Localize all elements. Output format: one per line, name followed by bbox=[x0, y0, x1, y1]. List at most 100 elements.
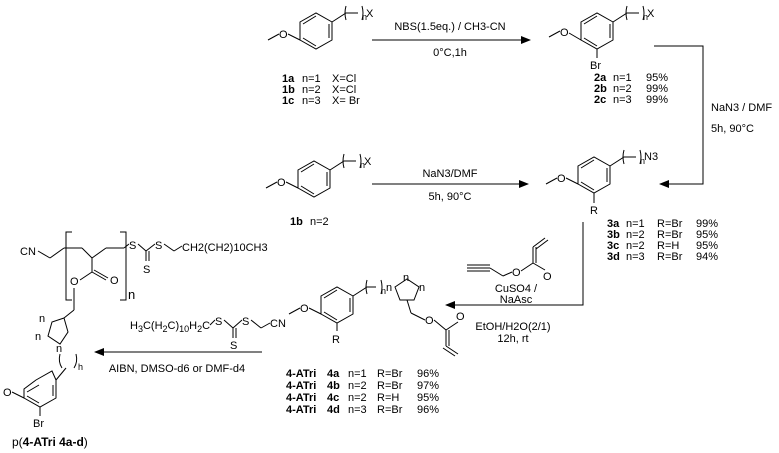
compound-4d-prefix: 4-ATri bbox=[286, 404, 316, 416]
methoxy-o-label: O bbox=[277, 177, 286, 189]
step1-reagent: NBS(1.5eq.) / CH3-CN bbox=[394, 21, 505, 33]
compound-3-list: 3a n=1 R=Br 99% 3b n=2 R=Br 95% 3c n=2 R… bbox=[607, 218, 718, 263]
triazole-n-label: n bbox=[35, 331, 41, 343]
polymer-chain-end: CH2(CH2)10CH3 bbox=[182, 242, 268, 254]
compound-2a-n: n=1 bbox=[613, 72, 632, 84]
r-label: R bbox=[332, 334, 340, 346]
step1b-conditions: 5h, 90°C bbox=[429, 191, 472, 203]
compound-4d-n: n=3 bbox=[348, 404, 367, 416]
raft-agent-structure: H3C(H2C)10H2C S S S CN bbox=[130, 316, 286, 352]
polymer-cn-label: CN bbox=[20, 246, 36, 258]
ester-o-label: O bbox=[425, 315, 434, 327]
compound-2-list: 2a n=1 95% 2b n=2 99% 2c n=3 99% bbox=[594, 72, 668, 106]
compound-1a-x: X=Cl bbox=[332, 73, 356, 85]
compound-3a-yield: 99% bbox=[696, 218, 718, 230]
methoxy-o-label: O bbox=[300, 303, 309, 315]
chain-n-label: n bbox=[381, 286, 386, 296]
arrow-step3 bbox=[445, 222, 584, 309]
compound-1b-structure: O n X bbox=[265, 153, 372, 198]
compound-4b-prefix: 4-ATri bbox=[286, 380, 316, 392]
x-label: X bbox=[647, 8, 655, 20]
raft-agent-alkyl: H3C(H2C)10H2C bbox=[130, 320, 210, 334]
compound-2b-yield: 99% bbox=[646, 83, 668, 95]
step3-conditions: 12h, rt bbox=[497, 333, 528, 345]
compound-3c-n: n=2 bbox=[626, 240, 645, 252]
methoxy-o-label: O bbox=[560, 27, 569, 39]
compound-2c-n: n=3 bbox=[613, 94, 632, 106]
chain-n-label: n bbox=[360, 160, 365, 170]
compound-1c-id: 1c bbox=[282, 95, 294, 107]
compound-1b-n-middle: n=2 bbox=[310, 216, 329, 228]
compound-3d-id: 3d bbox=[607, 251, 620, 263]
propargyl-acrylate-structure: O O bbox=[467, 237, 552, 283]
ester-o-label: O bbox=[512, 267, 521, 279]
compound-3a-id: 3a bbox=[607, 218, 620, 230]
carbonyl-o-label: O bbox=[456, 311, 465, 323]
step1-conditions: 0°C,1h bbox=[433, 47, 467, 59]
compound-4b-yield: 97% bbox=[417, 380, 439, 392]
compound-1c-x: X= Br bbox=[332, 95, 360, 107]
triazole-n1-label: n bbox=[56, 343, 62, 355]
compound-1-structure: O n X bbox=[267, 5, 374, 50]
raft-thione-s-label: S bbox=[230, 340, 237, 352]
compound-4d-yield: 96% bbox=[417, 404, 439, 416]
compound-1a-id: 1a bbox=[282, 73, 295, 85]
step1b-reagent: NaN3/DMF bbox=[422, 168, 477, 180]
compound-2c-id: 2c bbox=[594, 94, 606, 106]
triazole-n3-label: n bbox=[419, 282, 425, 294]
compound-3-structure: O R n N3 bbox=[545, 149, 658, 217]
compound-4c-n: n=2 bbox=[348, 392, 367, 404]
polymer-ester-o: O bbox=[70, 276, 79, 288]
compound-4a-r: R=Br bbox=[377, 368, 403, 380]
compound-2a-yield: 95% bbox=[646, 72, 668, 84]
compound-4c-id: 4c bbox=[327, 392, 339, 404]
compound-3b-r: R=Br bbox=[657, 229, 683, 241]
methoxy-o-label: O bbox=[557, 173, 566, 185]
compound-1c-n: n=3 bbox=[302, 95, 321, 107]
compound-2c-yield: 99% bbox=[646, 94, 668, 106]
compound-1b-x: X=Cl bbox=[332, 84, 356, 96]
triazole-n1-label: n bbox=[386, 282, 392, 294]
polymer-s1-label: S bbox=[129, 240, 136, 252]
compound-4a-n: n=1 bbox=[348, 368, 367, 380]
polymer-s2-label: S bbox=[155, 240, 162, 252]
azide-label: N3 bbox=[644, 151, 658, 163]
x-label: X bbox=[364, 156, 372, 168]
br-label: Br bbox=[590, 60, 601, 72]
compound-2b-id: 2b bbox=[594, 83, 607, 95]
step4-conditions: AIBN, DMSO-d6 or DMF-d4 bbox=[109, 363, 245, 375]
compound-4b-r: R=Br bbox=[377, 380, 403, 392]
compound-1-list: 1a n=1 X=Cl 1b n=2 X=Cl 1c n=3 X= Br bbox=[282, 73, 360, 107]
polymer-name: p(4-ATri 4a-d) bbox=[12, 435, 88, 449]
compound-2b-n: n=2 bbox=[613, 83, 632, 95]
compound-4d-id: 4d bbox=[327, 404, 340, 416]
x-label: X bbox=[366, 8, 374, 20]
chain-n-label: n bbox=[362, 12, 367, 22]
polymer-thione-s-label: S bbox=[143, 264, 150, 276]
br-label: Br bbox=[33, 418, 44, 430]
compound-4a-id: 4a bbox=[327, 368, 340, 380]
compound-4-structure: O R n n n n O O bbox=[288, 272, 465, 357]
compound-4c-prefix: 4-ATri bbox=[286, 392, 316, 404]
compound-4a-prefix: 4-ATri bbox=[286, 368, 316, 380]
compound-4a-yield: 96% bbox=[417, 368, 439, 380]
carbonyl-o-label: O bbox=[543, 271, 552, 283]
compound-3d-n: n=3 bbox=[626, 251, 645, 263]
compound-3d-r: R=Br bbox=[657, 251, 683, 263]
compound-1b-id: 1b bbox=[282, 84, 295, 96]
compound-3a-r: R=Br bbox=[657, 218, 683, 230]
compound-3a-n: n=1 bbox=[626, 218, 645, 230]
polymer-repeat-n: n bbox=[128, 287, 135, 302]
triazole-n2-label: n bbox=[403, 272, 409, 284]
raft-s2-label: S bbox=[242, 316, 249, 328]
compound-4b-n: n=2 bbox=[348, 380, 367, 392]
step3-ascorbate: NaAsc bbox=[500, 294, 533, 306]
compound-4b-id: 4b bbox=[327, 380, 340, 392]
chain-n-label: n bbox=[643, 12, 648, 22]
compound-1b-n: n=2 bbox=[302, 84, 321, 96]
raft-cn-label: CN bbox=[270, 318, 286, 330]
methoxy-o-label: O bbox=[3, 387, 12, 399]
polymer-carbonyl-o: O bbox=[110, 275, 119, 287]
r-label: R bbox=[590, 205, 598, 217]
compound-4-list: 4-ATri 4a n=1 R=Br 96% 4-ATri 4b n=2 R=B… bbox=[286, 368, 439, 416]
